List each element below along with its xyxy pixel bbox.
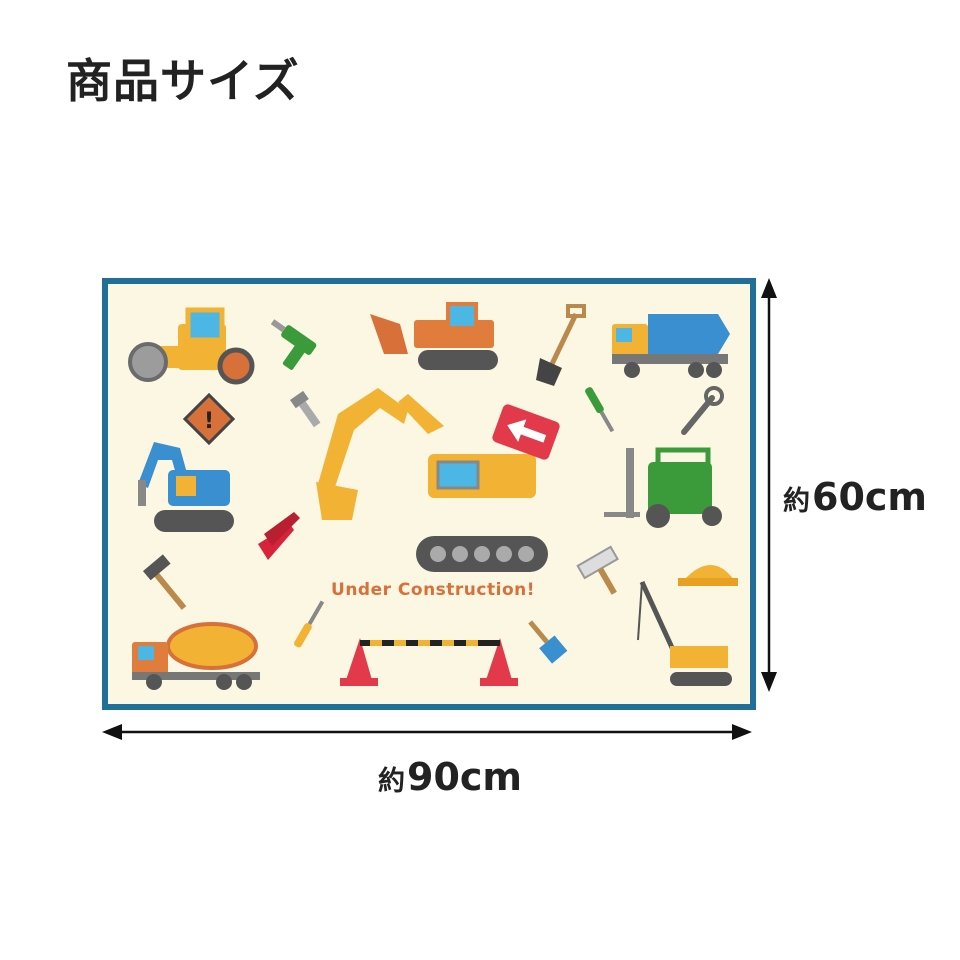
warning-sign-icon: !: [182, 392, 236, 446]
height-arrow: [761, 278, 777, 692]
mat-illustration: !: [128, 302, 738, 690]
hard-hat-icon: [678, 565, 738, 586]
paint-roller-icon: [576, 545, 619, 595]
forklift-icon: [604, 447, 722, 528]
paint-brush-icon: [528, 620, 568, 664]
shovel-icon: [536, 304, 586, 386]
wrench-icon: [681, 386, 724, 435]
jackhammer-excavator-icon: [138, 442, 234, 532]
hammer-icon: [142, 554, 187, 610]
screwdriver-icon: [585, 387, 615, 433]
product-mat: !: [102, 278, 756, 710]
mat-caption: Under Construction!: [331, 580, 535, 600]
bolt-icon: [290, 390, 321, 428]
bulldozer-icon: [370, 302, 498, 370]
height-value: 60cm: [812, 475, 928, 519]
power-drill-icon: [270, 319, 317, 370]
width-prefix: 約: [378, 766, 405, 797]
traffic-cone-barrier-icon: [340, 638, 518, 686]
height-label: 約60cm: [783, 478, 927, 516]
excavator-icon: [316, 388, 548, 572]
svg-text:!: !: [204, 409, 214, 434]
mixer-truck-icon: [132, 622, 260, 690]
width-value: 90cm: [407, 755, 523, 799]
road-roller-icon: [128, 307, 255, 385]
width-label: 約90cm: [378, 758, 522, 796]
screwdriver-small-icon: [294, 600, 325, 648]
page-title: 商品サイズ: [66, 54, 300, 108]
width-arrow: [102, 724, 752, 740]
crawler-crane-icon: [637, 580, 732, 686]
dump-truck-icon: [612, 314, 730, 378]
arrow-sign-icon: [492, 404, 560, 460]
pliers-icon: [258, 512, 300, 560]
height-prefix: 約: [783, 486, 810, 517]
